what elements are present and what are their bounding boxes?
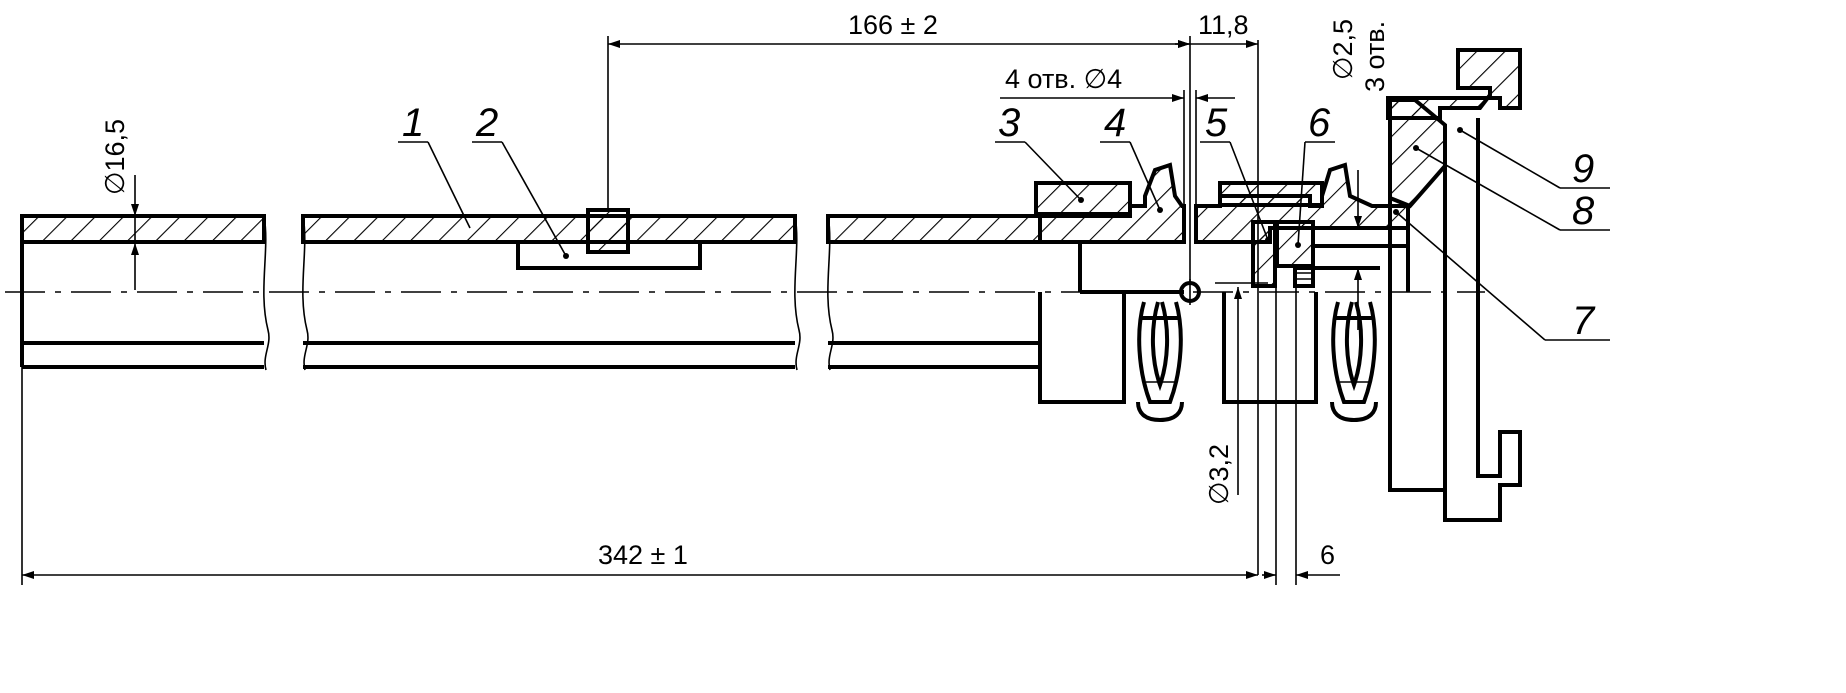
part-label-6: 6 xyxy=(1308,101,1331,145)
part-label-3: 3 xyxy=(998,101,1020,145)
part-label-8: 8 xyxy=(1572,189,1595,233)
dim-holes-4: 4 отв. ∅4 xyxy=(1005,64,1122,94)
part-label-1: 1 xyxy=(402,101,424,145)
dim-diameter-2-5: ∅2,5 xyxy=(1328,19,1358,80)
dim-diameter-3-2: ∅3,2 xyxy=(1204,444,1234,505)
part-label-5: 5 xyxy=(1205,101,1228,145)
dim-diameter-16-5: ∅16,5 xyxy=(100,119,130,195)
part-label-4: 4 xyxy=(1104,101,1126,145)
part-label-9: 9 xyxy=(1572,147,1594,191)
leader-lines xyxy=(398,129,1610,341)
dim-length-11-8: 11,8 xyxy=(1198,10,1249,40)
tube-part-1 xyxy=(20,214,1042,371)
part-label-2: 2 xyxy=(475,101,498,145)
dim-holes-3: 3 отв. xyxy=(1360,21,1390,92)
dim-length-6: 6 xyxy=(1320,540,1335,570)
insert-part-2 xyxy=(516,208,702,270)
part-label-7: 7 xyxy=(1572,299,1596,343)
dimension-lines xyxy=(21,36,1380,585)
dim-length-166: 166 ± 2 xyxy=(848,10,938,40)
dim-length-342: 342 ± 1 xyxy=(598,540,688,570)
